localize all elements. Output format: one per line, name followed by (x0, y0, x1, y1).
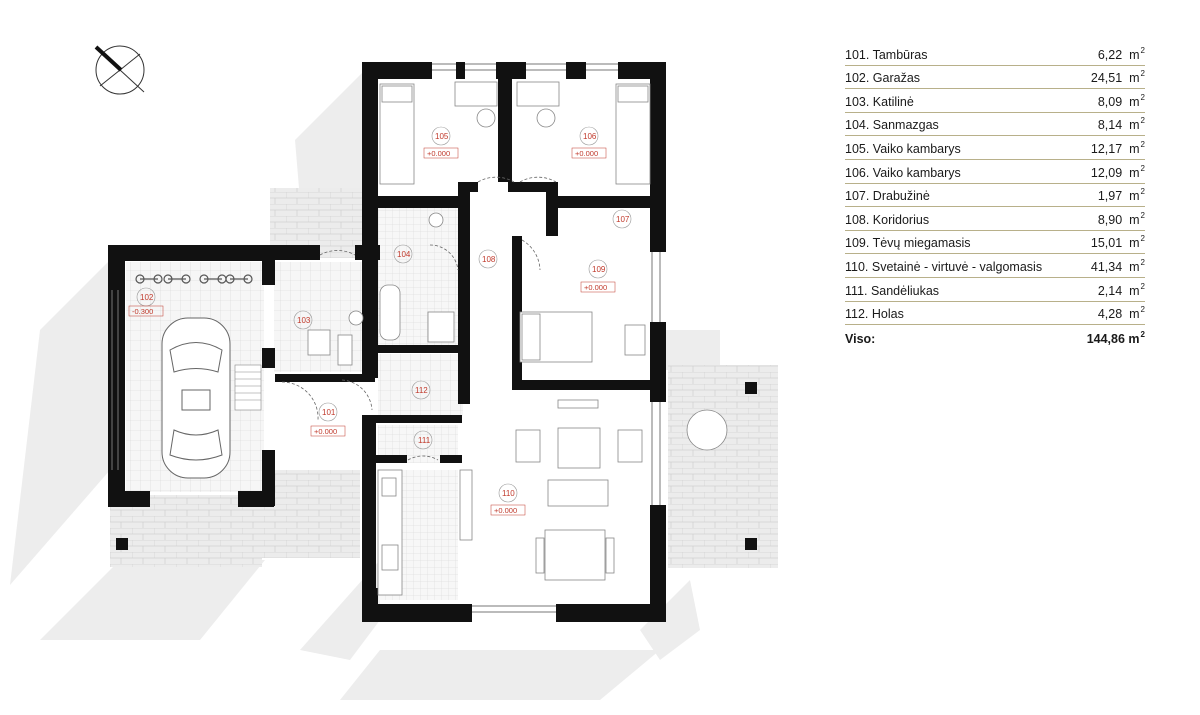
level-109: +0.000 (584, 283, 607, 292)
tag-102: 102 (140, 293, 154, 302)
room-row: 101. Tambūras 6,22 m2 (845, 42, 1145, 66)
level-110: +0.000 (494, 506, 517, 515)
tag-111: 111 (418, 436, 431, 445)
car-icon (161, 317, 231, 479)
level-106: +0.000 (575, 149, 598, 158)
room-name: 106. Vaiko kambarys (845, 165, 961, 180)
room-area: 6,22 m2 (1097, 45, 1145, 62)
tag-109: 109 (592, 265, 606, 274)
room-row: 103. Katilinė 8,09 m2 (845, 89, 1145, 113)
tag-104: 104 (397, 250, 411, 259)
room-tags (136, 126, 632, 503)
room-row: 102. Garažas 24,51 m2 (845, 66, 1145, 90)
tag-108: 108 (482, 255, 496, 264)
stairs (234, 364, 262, 411)
tag-101: 101 (322, 408, 336, 417)
room-name: 109. Tėvų miegamasis (845, 236, 971, 251)
level-105: +0.000 (427, 149, 450, 158)
room-area: 8,14 m2 (1097, 116, 1145, 133)
tag-103: 103 (297, 316, 311, 325)
room-name: 112. Holas (845, 307, 904, 322)
room-row: 109. Tėvų miegamasis 15,01 m2 (845, 231, 1145, 255)
room-name: 107. Drabužinė (845, 189, 930, 204)
terrace-right (668, 365, 778, 568)
terrace-entry (262, 470, 360, 558)
room-row: 110. Svetainė - virtuvė - valgomasis 41,3… (845, 254, 1145, 278)
room-row: 106. Vaiko kambarys 12,09 m2 (845, 160, 1145, 184)
floor-plan: 101 102 103 104 105 106 107 108 109 110 … (10, 45, 778, 700)
total-label: Viso: (845, 332, 876, 347)
room-name: 111. Sandėliukas (845, 283, 940, 298)
room-area: 8,90 m2 (1097, 210, 1145, 227)
room-area: 2,14 m2 (1097, 281, 1145, 298)
furniture (307, 81, 728, 596)
room-area: 8,09 m2 (1097, 92, 1145, 109)
room-area: 12,09 m2 (1090, 163, 1145, 180)
total-area: 144,86 m2 (1086, 330, 1145, 347)
room-area: 4,28 m2 (1097, 305, 1145, 322)
windows (111, 63, 661, 613)
room-row: 105. Vaiko kambarys 12,17 m2 (845, 136, 1145, 160)
level-101: +0.000 (314, 427, 337, 436)
room-row: 107. Drabužinė 1,97 m2 (845, 184, 1145, 208)
room-name: 105. Vaiko kambarys (845, 141, 961, 156)
room-name: 101. Tambūras (845, 47, 928, 62)
level-boxes (128, 147, 616, 516)
room-name: 110. Svetainė - virtuvė - valgomasis (845, 259, 1043, 274)
bicycle-icon (135, 274, 253, 284)
tag-110: 110 (502, 489, 515, 498)
room-area: 24,51 m2 (1090, 69, 1145, 86)
room-name: 103. Katilinė (845, 94, 914, 109)
walls (108, 62, 757, 622)
room-name: 104. Sanmazgas (845, 118, 939, 133)
ground-shadow (10, 70, 720, 700)
level-102: -0.300 (132, 307, 153, 316)
room-area: 41,34 m2 (1090, 257, 1145, 274)
total-row: Viso: 144,86 m2 (845, 325, 1145, 349)
room-area-table: 101. Tambūras 6,22 m2 102. Garažas 24,51 m2… (845, 42, 1145, 349)
doors (281, 176, 557, 461)
tag-106: 106 (583, 132, 597, 141)
room-row: 111. Sandėliukas 2,14 m2 (845, 278, 1145, 302)
room-row: 108. Koridorius 8,90 m2 (845, 207, 1145, 231)
room-area: 12,17 m2 (1090, 139, 1145, 156)
room-area: 1,97 m2 (1097, 187, 1145, 204)
room-row: 104. Sanmazgas 8,14 m2 (845, 113, 1145, 137)
room-area: 15,01 m2 (1090, 234, 1145, 251)
north-arrow-icon (94, 45, 145, 95)
tag-107: 107 (616, 215, 630, 224)
room-name: 108. Koridorius (845, 212, 930, 227)
room-row: 112. Holas 4,28 m2 (845, 302, 1145, 326)
room-name: 102. Garažas (845, 71, 921, 86)
tag-112: 112 (415, 386, 428, 395)
tag-105: 105 (435, 132, 449, 141)
